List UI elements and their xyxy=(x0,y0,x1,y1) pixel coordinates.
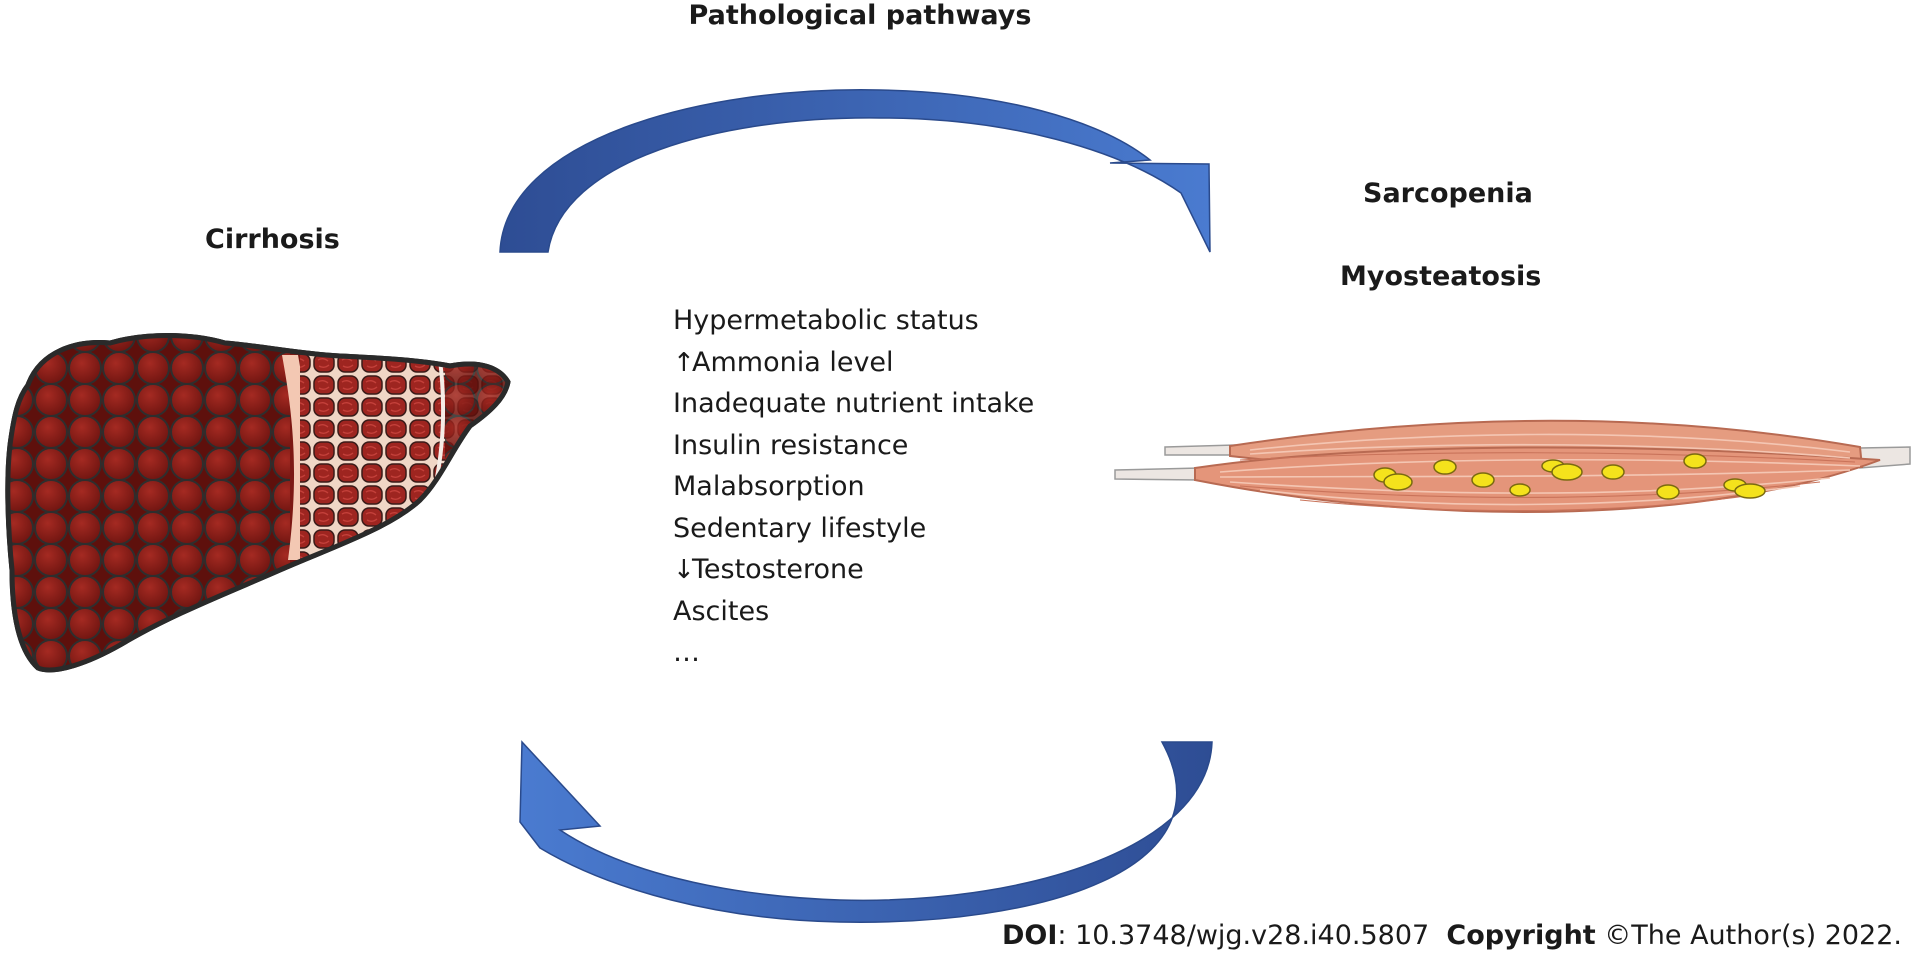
pathway-factor-text: Inadequate nutrient intake xyxy=(673,388,1035,419)
doi-copyright-line: DOI: 10.3748/wjg.v28.i40.5807 Copyright … xyxy=(1002,920,1902,951)
pathway-factor-text: Ascites xyxy=(673,595,770,627)
pathway-factor-item: Insulin resistance xyxy=(673,425,1034,467)
feedback-pathway-arrow xyxy=(519,740,1213,923)
myosteatosis-label: Myosteatosis xyxy=(1340,261,1542,292)
muscle-with-fat-illustration xyxy=(1114,419,1911,513)
down-arrow-icon: ↓ xyxy=(673,555,695,585)
pathway-factor-item: … xyxy=(673,632,1034,674)
doi-label: DOI xyxy=(1001,920,1058,951)
cirrhosis-label: Cirrhosis xyxy=(205,224,340,255)
pathway-factor-text: Testosterone xyxy=(692,554,864,585)
sarcopenia-label: Sarcopenia xyxy=(1363,178,1533,209)
forward-pathway-arrow xyxy=(499,89,1211,253)
pathway-factor-text: … xyxy=(673,637,700,668)
pathway-factor-item: Hypermetabolic status xyxy=(673,300,1034,342)
pathway-factor-item: Ascites xyxy=(673,591,1034,633)
cirrhotic-liver-illustration xyxy=(5,333,511,673)
up-arrow-icon: ↑ xyxy=(673,347,695,378)
pathway-factor-text: Hypermetabolic status xyxy=(673,305,979,336)
pathway-factor-item: Inadequate nutrient intake xyxy=(673,383,1034,425)
copyright-label: Copyright xyxy=(1446,920,1596,951)
pathway-factor-item: Malabsorption xyxy=(673,466,1034,508)
pathway-factor-text: Insulin resistance xyxy=(673,429,909,461)
pathway-factor-text: Malabsorption xyxy=(673,471,865,502)
doi-value: : 10.3748/wjg.v28.i40.5807 xyxy=(1057,920,1430,951)
pathway-factor-item: ↑Ammonia level xyxy=(673,342,1034,384)
pathway-factor-list: Hypermetabolic status ↑Ammonia level Ina… xyxy=(673,300,1034,674)
pathway-factor-text: Ammonia level xyxy=(692,346,894,378)
pathway-factor-item: ↓Testosterone xyxy=(673,549,1034,591)
copyright-value: ©The Author(s) 2022. xyxy=(1595,920,1902,951)
pathway-factor-item: Sedentary lifestyle xyxy=(673,508,1034,550)
diagram-title: Pathological pathways xyxy=(688,0,1032,31)
pathway-factor-text: Sedentary lifestyle xyxy=(673,512,927,544)
